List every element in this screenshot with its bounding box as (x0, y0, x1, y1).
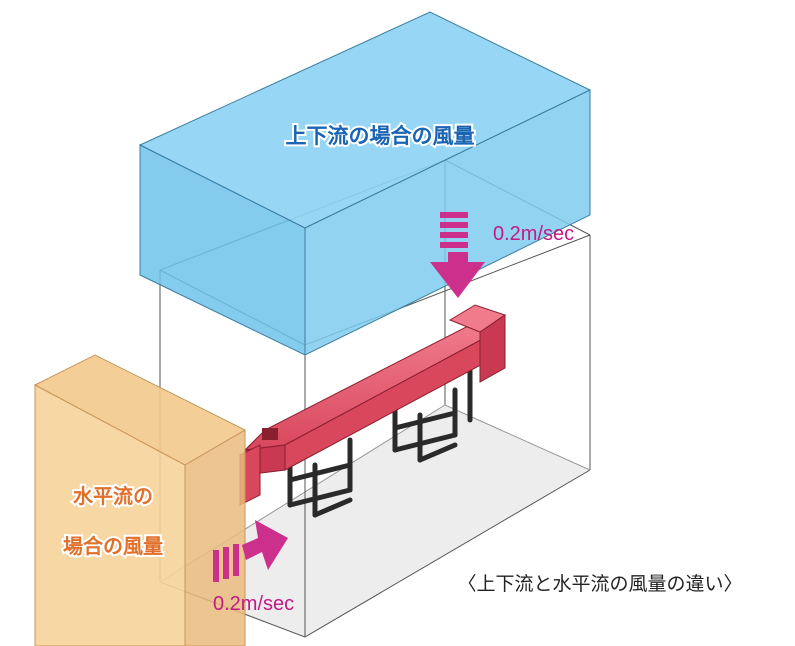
room-floor (160, 405, 590, 637)
vertical-flow-label: 上下流の場合の風量 (286, 124, 475, 148)
equipment-racks (287, 367, 473, 518)
downward-flow-arrow (430, 212, 485, 298)
horizontal-flow-label-line2: 場合の風量 (63, 534, 163, 558)
side-speed-label: 0.2m/sec (213, 593, 294, 615)
top-speed-label: 0.2m/sec (493, 223, 574, 245)
vertical-flow-box (138, 11, 592, 356)
horizontal-flow-box (33, 354, 247, 646)
diagram-caption: 〈上下流と水平流の風量の違い〉 (457, 573, 742, 595)
horizontal-flow-arrow (213, 520, 288, 582)
horizontal-flow-label-line1: 水平流の (73, 484, 153, 508)
